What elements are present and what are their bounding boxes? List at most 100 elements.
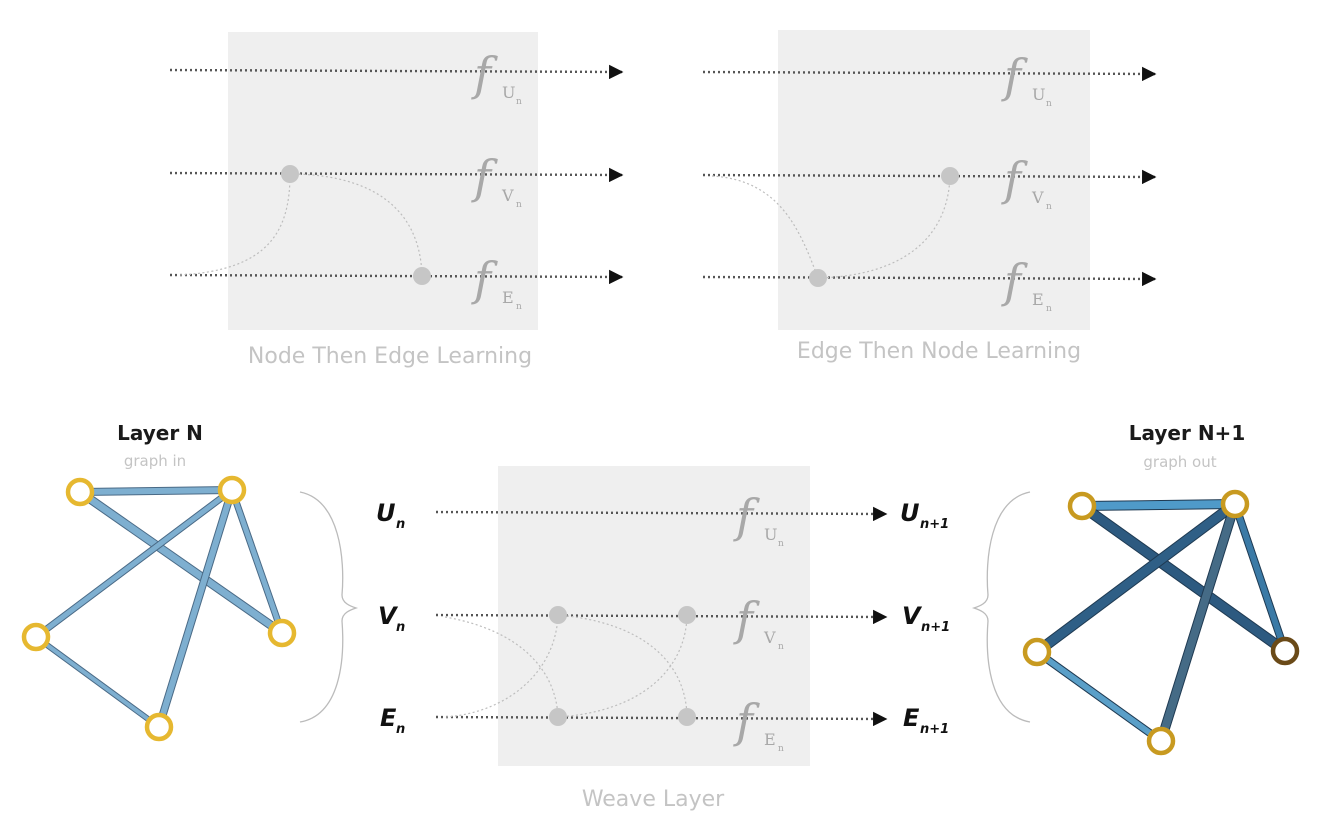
svg-text:V: V bbox=[763, 628, 776, 647]
graph-node bbox=[1270, 636, 1300, 666]
svg-text:n: n bbox=[516, 97, 522, 107]
graph-edge bbox=[1034, 649, 1164, 744]
graph-edge bbox=[1078, 500, 1239, 510]
svg-text:U: U bbox=[900, 499, 920, 527]
flow-u-line bbox=[169, 64, 624, 80]
svg-text:n: n bbox=[1046, 304, 1052, 314]
node-update-dot-2 bbox=[678, 606, 696, 624]
flow-v-line bbox=[435, 609, 888, 625]
e-to-v-connector-2 bbox=[557, 614, 688, 718]
weave-layer-panel bbox=[498, 466, 810, 766]
svg-text:V: V bbox=[501, 186, 514, 205]
edge-update-dot bbox=[809, 269, 827, 287]
graph-out-subtitle: graph out bbox=[1143, 453, 1216, 471]
graph-edge bbox=[156, 487, 235, 730]
node-to-edge-connector bbox=[289, 173, 423, 277]
graph-node bbox=[217, 475, 247, 505]
graph-in: Layer N graph in bbox=[21, 421, 297, 742]
svg-text:n: n bbox=[396, 517, 405, 532]
graph-out-nodes bbox=[1022, 489, 1300, 756]
svg-text:E: E bbox=[903, 704, 920, 732]
input-v: V n bbox=[378, 602, 405, 635]
node-then-edge-panel bbox=[228, 32, 538, 330]
graph-node bbox=[1220, 489, 1250, 519]
edge-then-node-diagram: f U n f V n f E n Edge Then Node Learnin… bbox=[702, 30, 1157, 364]
graph-node bbox=[144, 712, 174, 742]
output-e: E n+1 bbox=[903, 704, 949, 737]
svg-text:n: n bbox=[516, 200, 522, 210]
edge-update-dot bbox=[413, 267, 431, 285]
graph-node bbox=[267, 618, 297, 648]
svg-text:n: n bbox=[778, 642, 784, 652]
svg-text:E: E bbox=[380, 704, 397, 732]
node-update-dot bbox=[281, 165, 299, 183]
left-brace bbox=[299, 491, 359, 723]
svg-text:V: V bbox=[378, 602, 399, 630]
svg-text:E: E bbox=[502, 288, 514, 307]
edge-then-node-caption: Edge Then Node Learning bbox=[797, 339, 1081, 364]
edge-update-dot-1 bbox=[549, 708, 567, 726]
svg-text:E: E bbox=[764, 730, 776, 749]
flow-v-line bbox=[702, 169, 1157, 185]
node-then-edge-diagram: f U n f V n f E n Node Then Edge Learnin… bbox=[169, 32, 624, 369]
layer-n-title: Layer N bbox=[117, 421, 203, 445]
output-u: U n+1 bbox=[900, 499, 949, 532]
node-to-edge-connector bbox=[711, 175, 819, 279]
flow-u-line bbox=[702, 66, 1157, 82]
flow-v-line bbox=[169, 167, 624, 183]
e-to-v-connector-1 bbox=[445, 614, 559, 718]
node-update-dot-1 bbox=[549, 606, 567, 624]
svg-text:U: U bbox=[1032, 85, 1045, 104]
flow-u-line bbox=[435, 506, 888, 522]
flow-e-line bbox=[435, 711, 888, 727]
right-brace bbox=[971, 491, 1031, 723]
svg-text:V: V bbox=[902, 602, 923, 630]
svg-text:n: n bbox=[1046, 202, 1052, 212]
flow-e-line bbox=[702, 271, 1157, 287]
graph-edge bbox=[33, 487, 235, 640]
edge-to-node-connector bbox=[817, 175, 951, 279]
graph-in-subtitle: graph in bbox=[124, 452, 186, 470]
graph-out: Layer N+1 graph out bbox=[1022, 421, 1300, 756]
v-to-e-connector-2 bbox=[557, 614, 688, 718]
svg-text:n+1: n+1 bbox=[920, 722, 949, 737]
edge-update-dot-2 bbox=[678, 708, 696, 726]
output-v: V n+1 bbox=[902, 602, 950, 635]
svg-text:n: n bbox=[778, 539, 784, 549]
node-then-edge-caption: Node Then Edge Learning bbox=[248, 344, 532, 369]
svg-text:n: n bbox=[1046, 99, 1052, 109]
node-update-dot bbox=[941, 167, 959, 185]
edge-then-node-panel bbox=[778, 30, 1090, 330]
input-u: U n bbox=[376, 499, 405, 532]
weave-layer-caption: Weave Layer bbox=[582, 787, 725, 812]
svg-text:n+1: n+1 bbox=[921, 620, 950, 635]
svg-text:U: U bbox=[376, 499, 396, 527]
layer-n-plus-1-title: Layer N+1 bbox=[1129, 421, 1245, 445]
graph-edge bbox=[1232, 501, 1288, 654]
weave-layer-diagram-block: f U n f V n f E n U n V n E n U bbox=[376, 466, 950, 812]
graph-out-edges bbox=[1031, 498, 1291, 746]
svg-text:n: n bbox=[396, 722, 405, 737]
svg-text:U: U bbox=[764, 525, 777, 544]
svg-text:n+1: n+1 bbox=[920, 517, 949, 532]
svg-text:n: n bbox=[396, 620, 405, 635]
svg-text:n: n bbox=[778, 744, 784, 754]
svg-text:n: n bbox=[516, 302, 522, 312]
graph-edge bbox=[76, 488, 286, 637]
graph-edge bbox=[34, 635, 161, 729]
graph-node bbox=[21, 622, 51, 652]
graph-edge bbox=[229, 487, 285, 636]
graph-edge bbox=[77, 487, 235, 495]
graph-node bbox=[1022, 637, 1052, 667]
svg-text:V: V bbox=[1031, 188, 1044, 207]
graph-in-nodes bbox=[21, 475, 297, 742]
svg-text:U: U bbox=[502, 83, 515, 102]
graph-node bbox=[1067, 491, 1097, 521]
flow-e-line bbox=[169, 269, 624, 285]
graph-node bbox=[65, 477, 95, 507]
svg-text:E: E bbox=[1032, 290, 1044, 309]
graph-node bbox=[1146, 726, 1176, 756]
input-e: E n bbox=[380, 704, 405, 737]
graph-edge bbox=[1157, 500, 1239, 745]
